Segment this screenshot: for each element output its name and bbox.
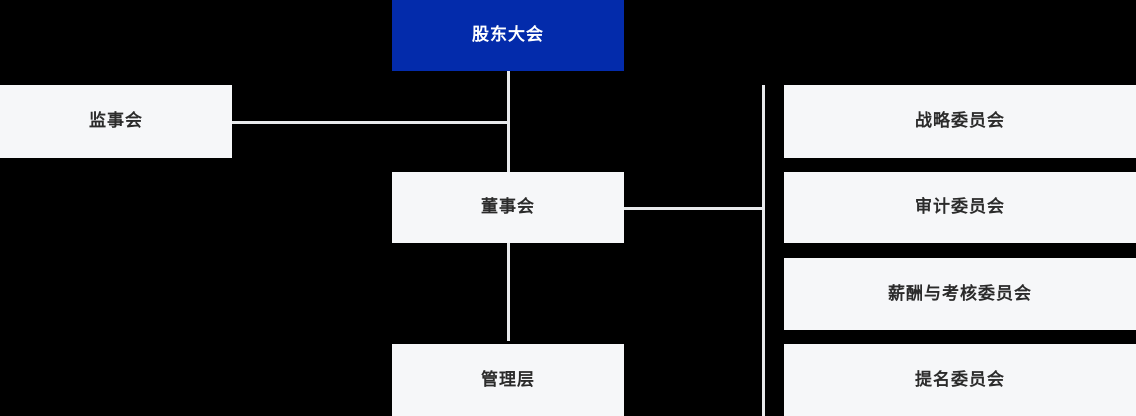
node-committee-audit[interactable]: 审计委员会 [784, 172, 1136, 243]
connector-root-to-branch [507, 71, 510, 122]
connector-board-to-management [507, 243, 510, 341]
node-committee-nomination[interactable]: 提名委员会 [784, 344, 1136, 416]
node-supervisory-board[interactable]: 监事会 [0, 85, 232, 158]
node-committee-strategy[interactable]: 战略委员会 [784, 85, 1136, 158]
node-committee-remuneration-appraisal[interactable]: 薪酬与考核委员会 [784, 258, 1136, 330]
node-shareholders-meeting[interactable]: 股东大会 [392, 0, 624, 71]
node-management[interactable]: 管理层 [392, 344, 624, 416]
connector-board-to-committees-horizontal [624, 207, 765, 210]
connector-branch-to-board [507, 121, 510, 172]
connector-committees-spine [762, 85, 765, 416]
connector-supervisory-board-horizontal [232, 121, 510, 124]
node-board-of-directors[interactable]: 董事会 [392, 172, 624, 243]
